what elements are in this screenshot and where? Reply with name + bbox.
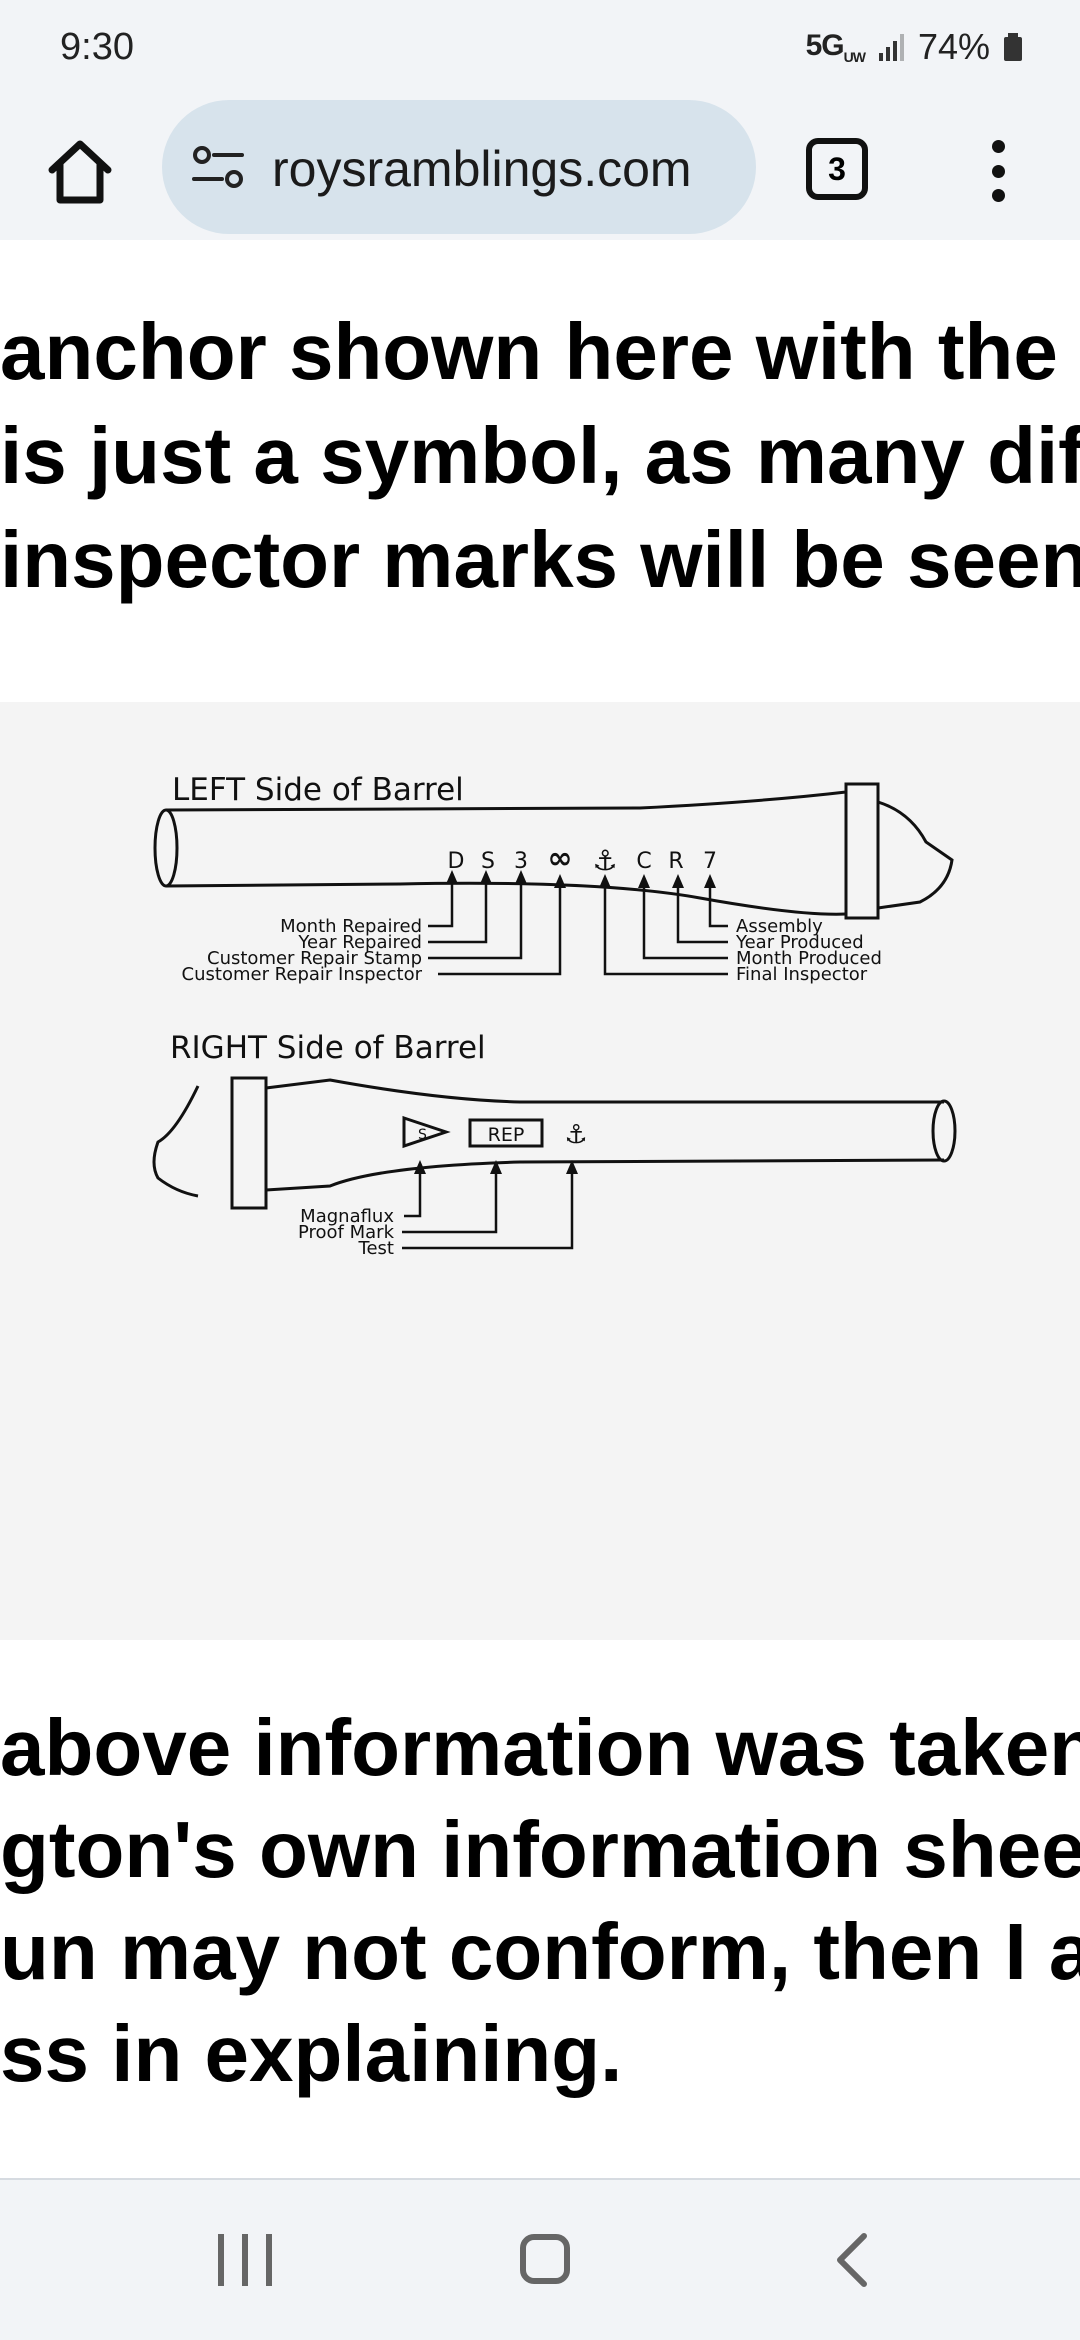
status-time: 9:30	[60, 26, 134, 68]
mark-month-repaired: D	[448, 849, 465, 874]
article-line: gton's own information sheet	[0, 1805, 1080, 1894]
article-line: above information was taken	[0, 1703, 1080, 1792]
article-line: un may not conform, then I a	[0, 1907, 1080, 1996]
mark-assembly: 7	[703, 849, 717, 874]
home-nav-icon[interactable]	[520, 2234, 570, 2284]
label-customer-repair-inspector: Customer Repair Inspector	[182, 964, 423, 985]
mark-final-inspector: C	[636, 849, 651, 874]
browser-toolbar: roysramblings.com 3	[0, 100, 1080, 240]
label-assembly: Assembly	[736, 916, 823, 937]
home-icon[interactable]	[44, 136, 116, 208]
diagram-svg: LEFT Side of Barrel D S 3 ∞ ⚓ C R 7	[152, 772, 957, 1259]
label-year-produced: Year Produced	[735, 932, 864, 953]
label-year-repaired: Year Repaired	[297, 932, 422, 953]
article-content: anchor shown here with the is just a sym…	[0, 240, 1080, 2178]
tab-switcher-button[interactable]: 3	[806, 138, 868, 200]
magnaflux-mark: S	[402, 1115, 451, 1149]
label-magnaflux: Magnaflux	[300, 1206, 394, 1227]
mark-month-produced: R	[668, 849, 683, 874]
label-final-inspector: Final Inspector	[736, 964, 868, 985]
address-bar[interactable]: roysramblings.com	[162, 100, 756, 234]
article-line: is just a symbol, as many dif	[0, 411, 1080, 500]
article-line: inspector marks will be seen	[0, 515, 1080, 604]
cut-text-fragment	[0, 240, 1080, 246]
left-marks: D S 3 ∞ ⚓ C R 7	[448, 841, 717, 877]
more-options-icon[interactable]	[986, 140, 1010, 202]
battery-icon	[1004, 33, 1022, 61]
site-settings-icon[interactable]	[192, 144, 244, 190]
battery-percent: 74%	[917, 26, 990, 67]
label-proof-mark: Proof Mark	[298, 1222, 395, 1243]
system-nav-bar	[0, 2178, 1080, 2340]
article-line: anchor shown here with the	[0, 307, 1058, 396]
svg-text:REP: REP	[488, 1124, 525, 1146]
url-text[interactable]: roysramblings.com	[272, 141, 692, 197]
label-test: Test	[358, 1238, 394, 1259]
mark-customer-repair-inspector: ∞	[548, 841, 573, 876]
left-side-title: LEFT Side of Barrel	[172, 772, 464, 808]
mark-customer-repair-stamp: 3	[514, 849, 528, 874]
back-icon[interactable]	[832, 2232, 872, 2288]
label-month-produced: Month Produced	[736, 948, 882, 969]
proof-mark: REP	[468, 1118, 544, 1148]
tab-count: 3	[828, 150, 846, 187]
mark-year-repaired: S	[481, 849, 495, 874]
status-bar: 9:30 5GUW 74%	[0, 0, 1080, 100]
article-line: ss in explaining.	[0, 2009, 623, 2098]
anchor-test-icon: ⚓	[564, 1120, 587, 1150]
label-customer-repair-stamp: Customer Repair Stamp	[207, 948, 422, 969]
svg-text:S: S	[418, 1127, 427, 1143]
recents-icon[interactable]	[218, 2234, 272, 2286]
label-month-repaired: Month Repaired	[280, 916, 422, 937]
anchor-icon: ⚓	[592, 844, 617, 877]
right-side-title: RIGHT Side of Barrel	[170, 1030, 486, 1066]
barrel-markings-diagram: LEFT Side of Barrel D S 3 ∞ ⚓ C R 7	[0, 702, 1080, 1640]
status-indicators: 5GUW 74%	[806, 26, 1022, 68]
network-indicator: 5GUW	[805, 29, 866, 65]
signal-icon	[878, 33, 904, 61]
